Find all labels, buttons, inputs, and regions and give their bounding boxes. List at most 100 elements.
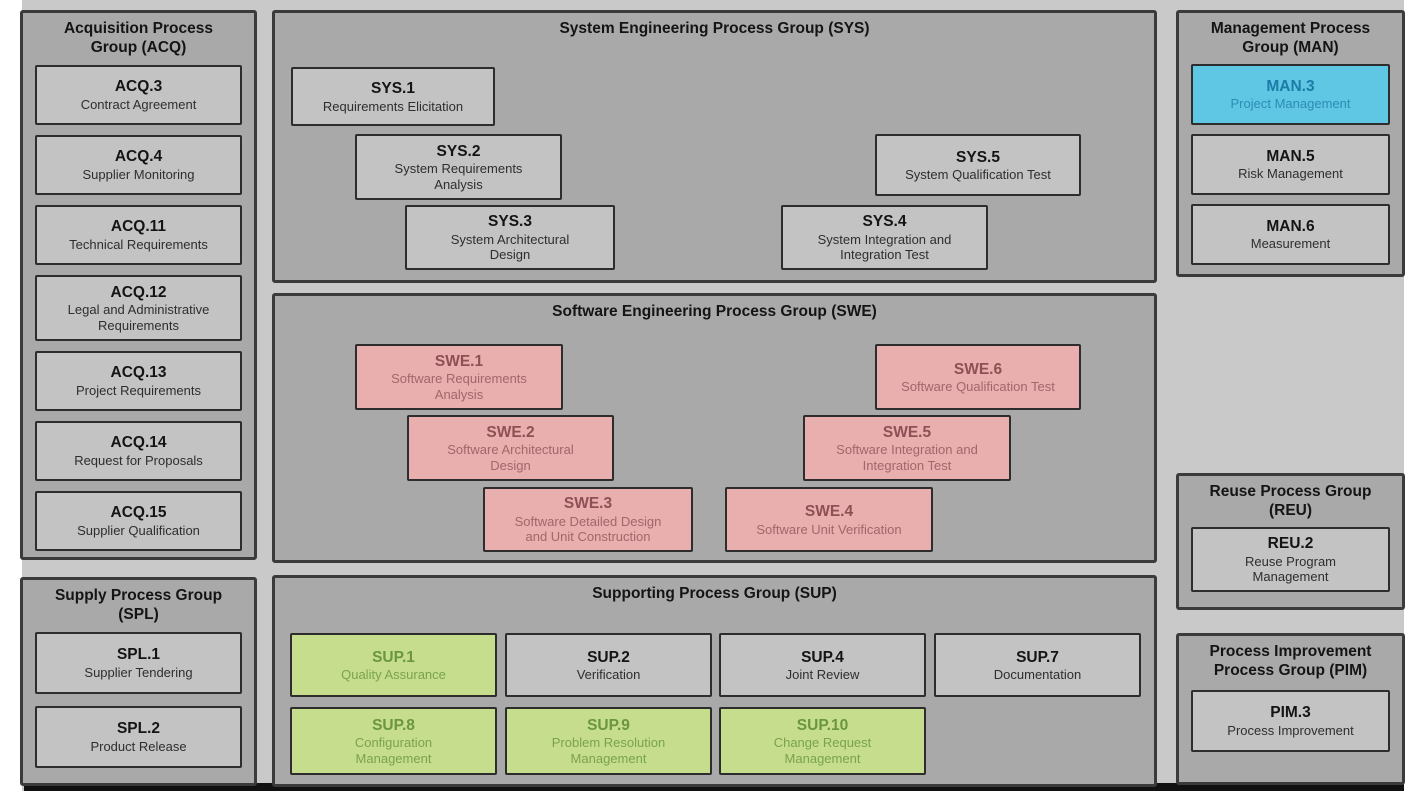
process-swe1: SWE.1 Software Requirements Analysis <box>355 344 563 410</box>
process-swe6: SWE.6 Software Qualification Test <box>875 344 1081 410</box>
process-spl2-label: Product Release <box>90 738 187 754</box>
group-man-title: Management Process Group (MAN) <box>1210 20 1371 56</box>
process-sup9: SUP.9 Problem Resolution Management <box>505 707 712 775</box>
process-acq13-label: Project Requirements <box>76 382 201 398</box>
process-man5-code: MAN.5 <box>1266 147 1315 165</box>
process-acq3-code: ACQ.3 <box>114 78 163 96</box>
process-sys1-code: SYS.1 <box>371 80 415 98</box>
process-reu2-label: Reuse Program Management <box>1244 553 1337 584</box>
process-swe2-code: SWE.2 <box>486 423 535 441</box>
process-swe3-label: Software Detailed Design and Unit Constr… <box>514 513 662 545</box>
process-sys5-code: SYS.5 <box>956 148 1000 166</box>
process-swe1-code: SWE.1 <box>434 352 484 370</box>
process-swe2-label: Software Architectural Design <box>447 442 574 473</box>
process-sup4-label: Joint Review <box>785 667 860 683</box>
process-sys1-label: Requirements Elicitation <box>322 98 464 114</box>
group-acq: Acquisition Process Group (ACQ) ACQ.3 Co… <box>20 10 257 560</box>
process-sys5: SYS.5 System Qualification Test <box>875 134 1081 196</box>
process-sys5-label: System Qualification Test <box>905 167 1051 183</box>
process-sup2-code: SUP.2 <box>587 648 630 666</box>
group-pim: Process Improvement Process Group (PIM) … <box>1176 633 1405 785</box>
process-man3-code: MAN.3 <box>1266 77 1315 95</box>
group-acq-items: ACQ.3 Contract Agreement ACQ.4 Supplier … <box>23 58 254 551</box>
process-sup7-label: Documentation <box>993 667 1082 683</box>
process-pim3-label: Process Improvement <box>1227 722 1354 738</box>
process-sys4-label: System Integration and Integration Test <box>817 231 952 263</box>
group-spl-title: Supply Process Group (SPL) <box>54 587 223 623</box>
process-man6: MAN.6 Measurement <box>1191 203 1390 265</box>
group-acq-title: Acquisition Process Group (ACQ) <box>63 20 213 56</box>
process-pim3-code: PIM.3 <box>1270 704 1311 722</box>
process-swe4-label: Software Unit Verification <box>756 521 902 537</box>
process-acq4-label: Supplier Monitoring <box>82 166 195 182</box>
group-sys-title: System Engineering Process Group (SYS) <box>559 20 870 37</box>
process-sup4-code: SUP.4 <box>801 648 844 666</box>
process-sup1-code: SUP.1 <box>372 648 415 666</box>
process-acq14-label: Request for Proposals <box>74 452 203 468</box>
process-sup10-code: SUP.10 <box>796 716 849 734</box>
process-man3: MAN.3 Project Management <box>1191 63 1390 125</box>
process-swe6-code: SWE.6 <box>953 360 1003 378</box>
process-acq12: ACQ.12 Legal and Administrative Requirem… <box>35 274 242 341</box>
process-sup8-label: Configuration Management <box>354 735 433 766</box>
process-sup1-label: Quality Assurance <box>341 667 446 683</box>
group-spl: Supply Process Group (SPL) SPL.1 Supplie… <box>20 577 257 786</box>
process-reu2: REU.2 Reuse Program Management <box>1191 526 1390 592</box>
process-sys3-label: System Architectural Design <box>450 231 570 263</box>
process-spl2: SPL.2 Product Release <box>35 705 242 768</box>
process-sup9-label: Problem Resolution Management <box>551 735 666 766</box>
process-man5-label: Risk Management <box>1238 166 1343 182</box>
process-acq15-code: ACQ.15 <box>110 504 167 522</box>
process-swe4: SWE.4 Software Unit Verification <box>725 487 933 552</box>
process-acq11: ACQ.11 Technical Requirements <box>35 204 242 265</box>
group-reu: Reuse Process Group (REU) REU.2 Reuse Pr… <box>1176 473 1405 610</box>
process-sys1: SYS.1 Requirements Elicitation <box>291 67 495 126</box>
bottom-border-strip <box>24 783 1404 791</box>
group-pim-items: PIM.3 Process Improvement <box>1179 681 1402 752</box>
process-sup2: SUP.2 Verification <box>505 633 712 697</box>
group-sup: Supporting Process Group (SUP) SUP.1 Qua… <box>272 575 1157 787</box>
process-swe5: SWE.5 Software Integration and Integrati… <box>803 415 1011 481</box>
process-sup9-code: SUP.9 <box>587 716 630 734</box>
group-pim-title: Process Improvement Process Group (PIM) <box>1209 643 1372 679</box>
process-sys3: SYS.3 System Architectural Design <box>405 205 615 270</box>
process-swe5-label: Software Integration and Integration Tes… <box>836 442 978 473</box>
process-acq12-code: ACQ.12 <box>110 283 167 301</box>
process-sup7: SUP.7 Documentation <box>934 633 1141 697</box>
process-spl1-label: Supplier Tendering <box>84 664 193 680</box>
process-man6-code: MAN.6 <box>1266 217 1315 235</box>
process-acq14: ACQ.14 Request for Proposals <box>35 420 242 481</box>
process-swe2: SWE.2 Software Architectural Design <box>407 415 614 481</box>
group-man: Management Process Group (MAN) MAN.3 Pro… <box>1176 10 1405 277</box>
group-swe-title: Software Engineering Process Group (SWE) <box>552 303 877 320</box>
process-acq12-label: Legal and Administrative Requirements <box>67 302 210 333</box>
process-man3-label: Project Management <box>1230 96 1351 112</box>
group-man-items: MAN.3 Project Management MAN.5 Risk Mana… <box>1179 58 1402 265</box>
process-sys3-code: SYS.3 <box>488 213 532 231</box>
process-sys2: SYS.2 System Requirements Analysis <box>355 134 562 200</box>
process-acq14-code: ACQ.14 <box>110 434 167 452</box>
process-acq13: ACQ.13 Project Requirements <box>35 350 242 411</box>
process-sup7-code: SUP.7 <box>1016 648 1059 666</box>
process-acq3: ACQ.3 Contract Agreement <box>35 64 242 125</box>
process-sys4-code: SYS.4 <box>862 213 907 231</box>
process-swe4-code: SWE.4 <box>804 503 854 521</box>
process-spl1: SPL.1 Supplier Tendering <box>35 631 242 694</box>
process-sup8-code: SUP.8 <box>372 716 415 734</box>
process-acq4-code: ACQ.4 <box>114 148 163 166</box>
group-reu-items: REU.2 Reuse Program Management <box>1179 521 1402 592</box>
process-sys4: SYS.4 System Integration and Integration… <box>781 205 988 270</box>
group-reu-title: Reuse Process Group (REU) <box>1209 483 1372 519</box>
group-swe: Software Engineering Process Group (SWE)… <box>272 293 1157 563</box>
process-sup10-label: Change Request Management <box>773 735 872 766</box>
group-spl-items: SPL.1 Supplier Tendering SPL.2 Product R… <box>23 625 254 768</box>
process-acq11-code: ACQ.11 <box>110 218 167 236</box>
process-acq3-label: Contract Agreement <box>80 96 197 112</box>
process-sup8: SUP.8 Configuration Management <box>290 707 497 775</box>
process-reu2-code: REU.2 <box>1267 535 1314 553</box>
process-acq11-label: Technical Requirements <box>69 236 208 252</box>
process-swe3-code: SWE.3 <box>563 495 613 513</box>
process-man6-label: Measurement <box>1250 236 1331 252</box>
process-swe5-code: SWE.5 <box>882 423 932 441</box>
process-swe1-label: Software Requirements Analysis <box>391 371 527 402</box>
